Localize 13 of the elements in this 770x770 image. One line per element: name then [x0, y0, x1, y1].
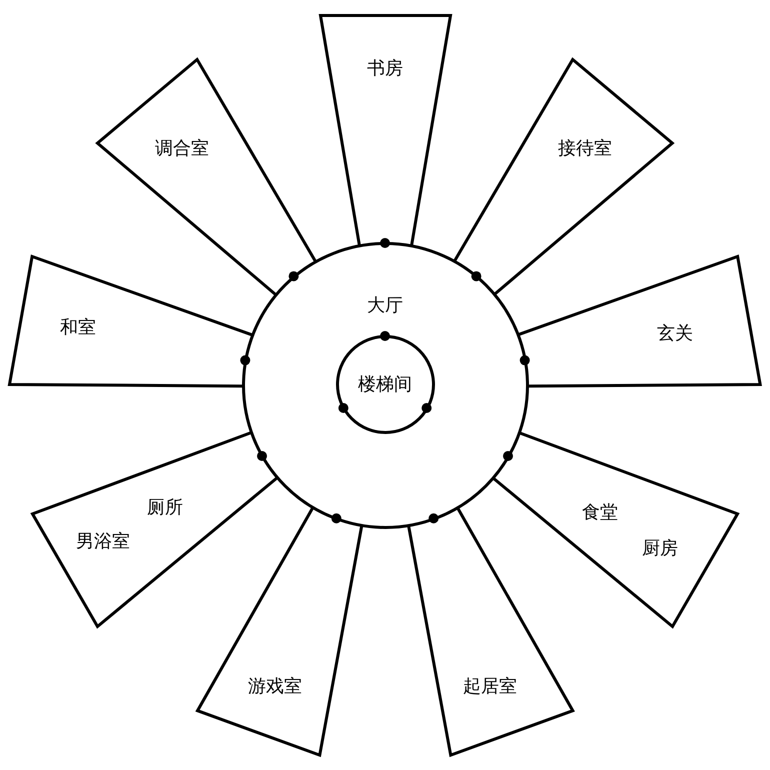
room-label: 厕所: [146, 496, 183, 519]
room-label: 起居室: [462, 674, 517, 698]
room-label: 男浴室: [76, 530, 130, 553]
room-label: 食堂: [582, 500, 618, 524]
room-label: 楼梯间: [358, 373, 412, 396]
room-label: 调合室: [154, 136, 209, 160]
room-label: 游戏室: [248, 674, 302, 698]
room-label: 接待室: [558, 136, 612, 160]
room-label: 书房: [367, 57, 403, 80]
room-label: 大厅: [367, 294, 403, 317]
room-label: 厨房: [642, 536, 678, 560]
room-label: 和室: [60, 316, 96, 339]
room-label: 玄关: [656, 322, 693, 345]
